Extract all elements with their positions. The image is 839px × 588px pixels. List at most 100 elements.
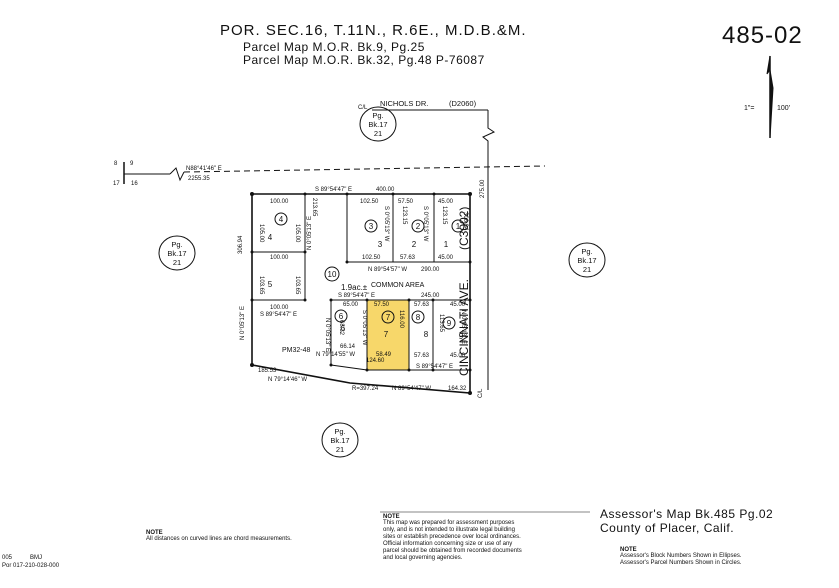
- note-center-heading: NOTE: [383, 514, 400, 520]
- top-boundary-bearing: S 89°54'47" E: [315, 187, 352, 193]
- note-center-line-1: This map was prepared for assessment pur…: [383, 520, 515, 526]
- lot6-bottom: 66.14: [340, 344, 356, 350]
- nichols-dr-label: NICHOLS DR.: [380, 99, 428, 108]
- lot7-side: 116.00: [398, 310, 404, 329]
- section-bearing: N88°41'46" E: [186, 166, 222, 172]
- page-ref-2-num: 21: [173, 258, 181, 267]
- corner-tl: 8: [114, 161, 118, 167]
- south-curve: R=397.24: [352, 386, 379, 392]
- south-right-bearing: N 89°54'47" W: [392, 386, 431, 392]
- cincinnati-ave-label: CINCINNATI AVE.: [457, 279, 471, 376]
- parcel-3-number: 3: [369, 222, 374, 231]
- section-distance: 2255.35: [188, 176, 210, 182]
- lot5-bottom: 100.00: [270, 305, 289, 311]
- parcel-4-number: 4: [279, 215, 284, 224]
- note-left-text: All distances on curved lines are chord …: [146, 536, 292, 542]
- east-bearing: N 0°05'13" E: [460, 310, 466, 344]
- page-ref-3-num: 21: [583, 265, 591, 274]
- south-outer-dist: 185.53: [258, 368, 277, 374]
- page-ref-4-num: 21: [336, 445, 344, 454]
- footer-code: 005: [2, 555, 13, 561]
- lot4-top: 100.00: [270, 199, 289, 205]
- lot2-bottom: 57.63: [400, 255, 416, 261]
- parcel-6-number: 6: [339, 312, 344, 321]
- south-outer-bearing: N 79°14'46" W: [268, 377, 307, 383]
- page-ref-2-pg: Pg.: [171, 240, 182, 249]
- lot-1-label: 1: [444, 240, 449, 249]
- west-distance: 306.94: [238, 235, 244, 254]
- lot3-bearing: S 0°05'13" W: [383, 206, 389, 242]
- map-title: POR. SEC.16, T.11N., R.6E., M.D.B.&M.: [220, 22, 527, 39]
- common-area-label: COMMON AREA: [371, 282, 425, 289]
- assessor-block: Assessor's Map Bk.485 Pg.02 County of Pl…: [600, 507, 773, 535]
- lot1-side: 123.15: [441, 206, 447, 225]
- note-right-line-1: Assessor's Block Numbers Shown in Ellips…: [620, 553, 742, 559]
- scale-left: 1"=: [744, 105, 754, 112]
- lot5-line-bearing: S 89°54'47" E: [260, 312, 297, 318]
- page-ref-3-bk: Bk.17: [577, 256, 596, 265]
- lot6-bearing: N 0°05'13" E: [324, 318, 330, 352]
- lot4-left: 105.00: [258, 224, 264, 243]
- lot-5-label: 5: [268, 280, 273, 289]
- note-center-line-3: sites or establish precedence over local…: [383, 534, 521, 540]
- parcel-map-ref-2: Parcel Map M.O.R. Bk.32, Pg.48 P-76087: [243, 53, 485, 67]
- nichols-dr-code: (D2060): [449, 99, 477, 108]
- page-ref-3-pg: Pg.: [581, 247, 592, 256]
- mid-line-dist: 290.00: [421, 267, 440, 273]
- lot9-top: 45.00: [450, 302, 466, 308]
- east-distance: 275.00: [480, 179, 486, 198]
- parcel-1-number: 1: [456, 222, 461, 231]
- lot4-split: 100.00: [270, 255, 289, 261]
- note-right: NOTE Assessor's Block Numbers Shown in E…: [620, 547, 742, 567]
- footer-por: Por 017-210-028-000: [2, 563, 60, 569]
- note-center-line-2: only, and is not intended to illustrate …: [383, 527, 515, 533]
- parcel-2-number: 2: [416, 222, 421, 231]
- note-center: NOTE This map was prepared for assessmen…: [383, 514, 522, 562]
- common-line-bearing: S 89°54'47" E: [338, 293, 375, 299]
- lot1-bearing: S 0°05'13" W: [422, 206, 428, 242]
- lot-3-label: 3: [378, 240, 383, 249]
- lot4-tr: 213.65: [311, 198, 317, 217]
- note-left: NOTE All distances on curved lines are c…: [146, 530, 292, 543]
- common-line-dist: 245.00: [421, 293, 440, 299]
- bottom-line-bearing: S 89°54'47" E: [416, 364, 453, 370]
- footer-initials: BMJ: [30, 555, 42, 561]
- lot-6-label: 6: [341, 324, 346, 333]
- note-center-line-6: and local governing agencies.: [383, 555, 463, 561]
- mid-line-bearing: N 89°54'57" W: [368, 267, 407, 273]
- lot3-bottom: 102.50: [362, 255, 381, 261]
- lot5-left: 103.65: [258, 276, 264, 295]
- mid-bearing: N 0°05'13" E: [307, 216, 313, 250]
- parcel-8-number: 8: [416, 313, 421, 322]
- west-bearing: N 0°05'13" E: [240, 306, 246, 340]
- note-center-line-5: parcel should be obtained from recorded …: [383, 548, 522, 554]
- lot1-bottom: 45.00: [438, 255, 454, 261]
- east-lot-dist: 306.94: [462, 212, 468, 231]
- lot2-side: 123.15: [401, 206, 407, 225]
- north-cl-label: C/L: [358, 105, 368, 111]
- lot9-side: 113.65: [438, 314, 444, 333]
- note-left-heading: NOTE: [146, 530, 163, 536]
- lot3-top: 102.50: [360, 199, 379, 205]
- page-ref-2-bk: Bk.17: [167, 249, 186, 258]
- lot8-bottom: 57.63: [414, 353, 430, 359]
- assessor-line-2: County of Placer, Calif.: [600, 521, 735, 535]
- page-ref-1-pg: Pg.: [372, 111, 383, 120]
- note-right-line-2: Assessor's Parcel Numbers Shown in Circl…: [620, 560, 742, 566]
- parcel-7-number: 7: [386, 313, 391, 322]
- south-line-dist: 124.60: [366, 358, 385, 364]
- lot8-top: 57.63: [414, 302, 430, 308]
- north-arrow-icon: [766, 55, 774, 139]
- scale-right: 100': [777, 105, 790, 112]
- east-cl-label: C/L: [478, 388, 484, 398]
- south-right-dist: 164.32: [448, 386, 467, 392]
- lot-4-label: 4: [268, 233, 273, 242]
- lot-9-label: 9: [459, 332, 464, 341]
- lot7-bottom: 58.49: [376, 352, 392, 358]
- parcel-circles: 4 4 5 3 3 2 2 1 1 10 6 6 7 7 8 8 9 9: [268, 212, 465, 341]
- pm-label: PM32-48: [282, 347, 311, 354]
- corner-bl: 17: [113, 181, 120, 187]
- page-ref-4-pg: Pg.: [334, 427, 345, 436]
- page-ref-4-bk: Bk.17: [330, 436, 349, 445]
